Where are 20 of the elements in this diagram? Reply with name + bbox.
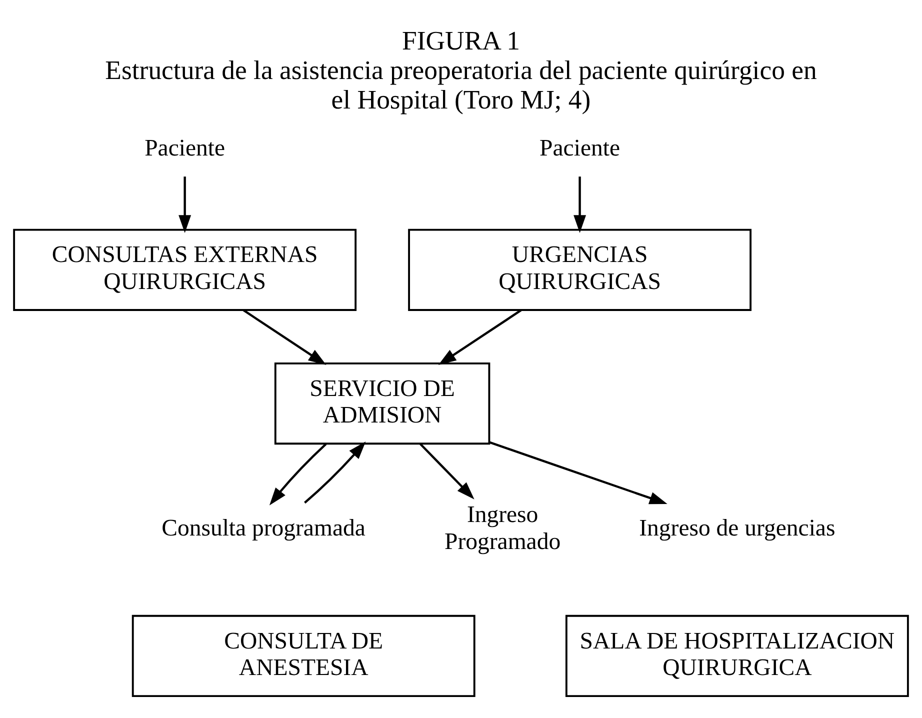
node-text: Ingreso de urgencias [639,515,836,542]
arrow [438,309,522,365]
arrow [488,441,668,504]
node-text: Paciente [540,135,620,162]
node-text: Consulta programada [162,515,366,542]
node-text: Paciente [144,135,226,162]
node-box: SALA DE HOSPITALIZACION QUIRURGICA [565,614,909,698]
arrow [178,176,192,233]
node-box: CONSULTA DE ANESTESIA [132,614,476,698]
arrow [304,441,366,504]
arrow [420,443,474,500]
node-text: Ingreso Programado [444,502,561,555]
arrow [269,443,327,506]
node-box: URGENCIAS QUIRURGICAS [408,228,752,311]
arrow [242,309,326,365]
diagram-title: FIGURA 1 [402,25,520,56]
caption: Estructura de la asistencia preoperatoria del paciente quirúrgico en el Hospital (Toro MJ; 4) [105,54,817,115]
node-box: SERVICIO DE ADMISION [274,362,490,445]
node-box: CONSULTAS EXTERNAS QUIRURGICAS [13,228,357,311]
arrow [574,176,586,233]
